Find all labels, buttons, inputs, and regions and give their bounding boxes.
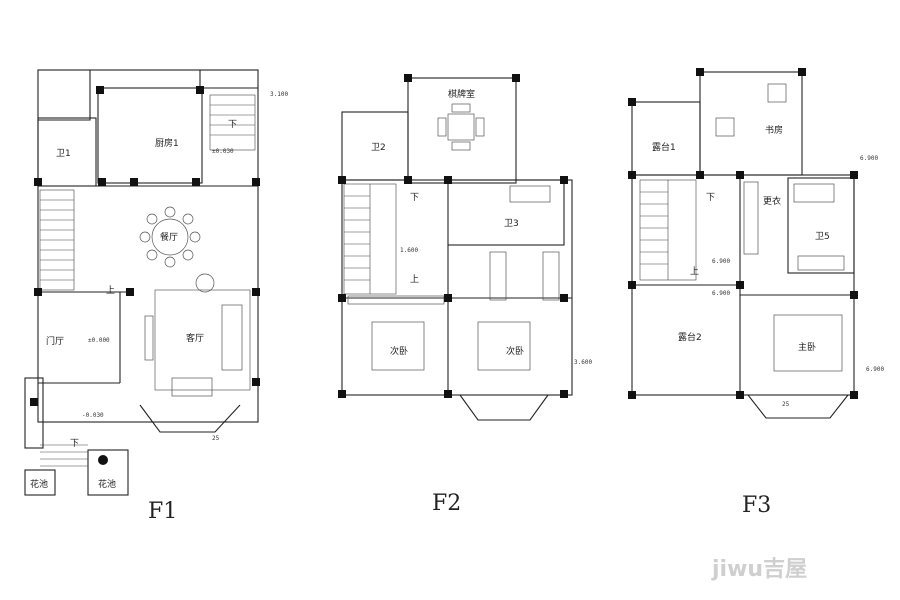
f2-mark-down: 下 [410, 193, 419, 203]
f3-dim-2: 6.900 [712, 258, 730, 265]
f3-study [699, 71, 803, 176]
f2-wc3 [447, 179, 565, 246]
floor-plan-f2: 棋牌室 卫2 卫3 次卧 次卧 1.600 3.600 下 上 F2 [338, 74, 592, 516]
f3-room-dressing: 更衣 [763, 195, 781, 207]
floor-plan-f1: 卫1 厨房1 餐厅 门厅 客厅 花池 花池 3.100 ±0.030 ±0.00… [24, 69, 288, 524]
f2-room-card: 棋牌室 [448, 88, 475, 100]
f1-mark-up: 上 [106, 285, 115, 296]
f1-room-wc1: 卫1 [56, 149, 71, 159]
f3-mark-down: 下 [706, 193, 715, 203]
f3-dim-4: 6.900 [712, 290, 730, 297]
f2-room-bed-left: 次卧 [390, 345, 408, 357]
f1-dim-entry: ±0.030 [212, 148, 234, 155]
f1-outline [37, 69, 259, 423]
f1-mark-25: 25 [212, 435, 220, 442]
watermark-logo: jiwu吉屋 [711, 556, 807, 582]
f2-outline [341, 179, 573, 396]
f1-dim-front: -0.030 [82, 412, 104, 419]
f1-front-steps [40, 444, 88, 467]
f1-dim-floor: ±0.000 [88, 337, 110, 344]
f3-columns [628, 68, 858, 399]
f2-room-bed-right: 次卧 [506, 345, 524, 357]
f1-room-planter-right: 花池 [98, 478, 116, 490]
f2-wardrobe-2 [542, 251, 560, 301]
f1-living-zone [154, 289, 251, 391]
f2-dim-1: 1.600 [400, 247, 418, 254]
f2-stair [343, 183, 397, 295]
f1-dim-top: 3.100 [270, 91, 288, 98]
f2-bed-left [371, 321, 425, 371]
f2-floor-label: F2 [432, 491, 461, 516]
f1-planter-right [87, 449, 129, 496]
f3-stair [639, 179, 697, 281]
f1-room-living: 客厅 [186, 332, 204, 344]
f3-wardrobe [743, 181, 759, 255]
f2-dim-2: 3.600 [574, 359, 592, 366]
f1-planter-left [24, 469, 56, 496]
f3-room-study: 书房 [765, 124, 783, 136]
f1-room-foyer: 门厅 [46, 335, 64, 347]
f1-side-block [24, 377, 44, 449]
f1-planter-post [98, 455, 108, 465]
f3-chair [767, 83, 787, 103]
f2-wardrobe-3 [347, 295, 445, 305]
f1-room-dining: 餐厅 [160, 231, 178, 243]
f2-mark-up: 上 [410, 274, 419, 285]
floor-plan-f3: 露台1 书房 更衣 卫5 露台2 主卧 6.900 6.900 6.900 6.… [628, 68, 884, 518]
f3-dim-3: 6.900 [866, 366, 884, 373]
f1-top-wall [38, 69, 258, 121]
f2-columns [338, 74, 568, 398]
f1-mark-down-1: 下 [228, 120, 237, 130]
f3-wc5 [787, 177, 855, 274]
f3-dim-1: 6.900 [860, 155, 878, 162]
f2-room-wc2: 卫2 [371, 143, 386, 153]
f2-card-table [437, 103, 485, 151]
f2-room-wc3: 卫3 [504, 219, 519, 229]
f2-bed-right [477, 321, 531, 371]
f1-bay [139, 404, 241, 433]
f1-floor-label: F1 [148, 499, 177, 524]
f3-bay [747, 394, 849, 419]
f1-sofa-set [144, 273, 243, 397]
f1-columns [30, 86, 260, 406]
f1-room-planter-left: 花池 [30, 478, 48, 490]
f2-bay [459, 394, 549, 421]
f3-room-master: 主卧 [798, 341, 816, 353]
f3-room-wc5: 卫5 [815, 232, 830, 242]
f2-bathtub [509, 185, 551, 203]
f1-stair [39, 189, 75, 291]
f2-wardrobe-1 [489, 251, 507, 301]
f3-bed [773, 314, 843, 372]
f3-room-terrace1: 露台1 [652, 141, 676, 153]
f1-mark-down-2: 下 [70, 439, 79, 449]
f3-room-terrace2: 露台2 [678, 331, 702, 343]
f2-wc2 [341, 111, 409, 181]
f1-entry-steps [209, 94, 256, 151]
f3-vanity [797, 255, 845, 271]
f3-mark-up: 上 [690, 266, 699, 277]
f3-mark-25: 25 [782, 401, 790, 408]
f3-floor-label: F3 [742, 493, 771, 518]
f1-room-kitchen: 厨房1 [155, 137, 179, 149]
f1-dining-table [139, 206, 201, 268]
f3-desk [715, 117, 735, 137]
f3-terrace1 [631, 101, 701, 176]
f1-kitchen [97, 87, 203, 184]
f3-bathtub [793, 183, 835, 203]
